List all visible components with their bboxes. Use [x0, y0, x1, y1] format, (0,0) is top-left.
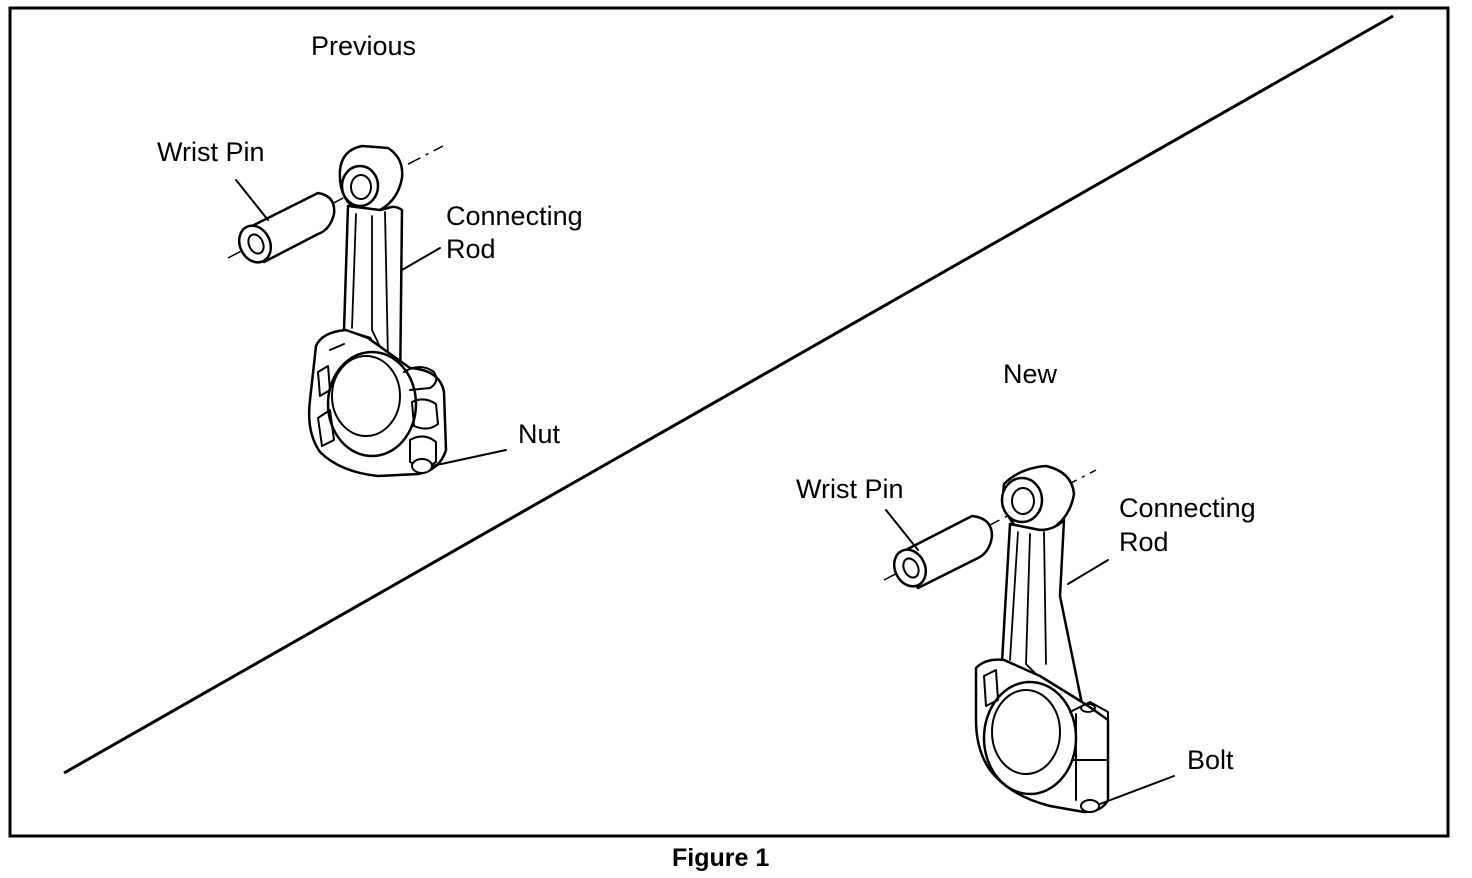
new-rod-leader [1067, 559, 1109, 585]
new-wrist-pin-leader [885, 509, 919, 551]
previous-wrist-pin-leader [235, 179, 269, 221]
new-assembly: New [796, 359, 1256, 814]
previous-nut-label: Nut [518, 419, 561, 449]
previous-nut-leader [431, 449, 507, 467]
previous-wrist-pin [237, 191, 336, 264]
previous-connecting-rod [307, 144, 448, 478]
previous-rod-label-line1: Connecting [446, 201, 583, 231]
previous-rod-leader [401, 247, 441, 271]
previous-assembly: Previous [157, 31, 583, 478]
previous-wrist-pin-label: Wrist Pin [157, 137, 265, 167]
figure-caption: Figure 1 [672, 844, 769, 872]
new-wrist-pin-label: Wrist Pin [796, 474, 904, 504]
previous-rod-label-line2: Rod [446, 234, 496, 264]
new-bolt-leader [1099, 775, 1175, 805]
new-rod-label-line2: Rod [1119, 527, 1169, 557]
new-wrist-pin [892, 514, 994, 590]
previous-heading: Previous [311, 31, 416, 61]
figure-frame [8, 6, 1450, 838]
new-connecting-rod [974, 464, 1110, 814]
divider-line [63, 14, 1394, 775]
new-rod-label-line1: Connecting [1119, 493, 1256, 523]
new-heading: New [1003, 359, 1058, 389]
new-bolt-label: Bolt [1187, 745, 1234, 775]
